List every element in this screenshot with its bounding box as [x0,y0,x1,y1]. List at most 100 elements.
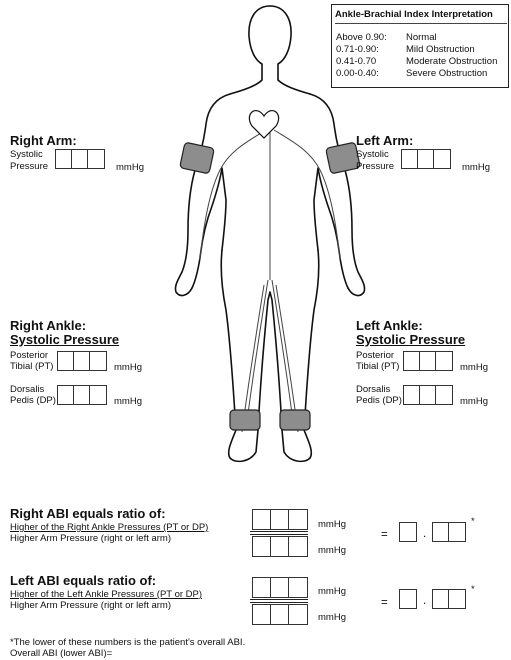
digit-box[interactable] [88,150,104,168]
digit-box[interactable] [271,510,289,529]
left-ankle-dp-label-1: Dorsalis [356,384,390,395]
right-abi-fraction-bar [250,531,308,535]
left-abi-denominator-unit: mmHg [318,612,346,623]
right-arm-title: Right Arm: [10,133,77,148]
digit-box[interactable] [289,510,307,529]
digit-box[interactable] [90,352,106,370]
right-ankle-dp-label-1: Dorsalis [10,384,44,395]
left-abi-title: Left ABI equals ratio of: [10,573,156,588]
digit-box[interactable] [58,352,74,370]
digit-box[interactable] [90,386,106,404]
left-ankle-title: Left Ankle: [356,318,423,333]
right-ankle-subtitle: Systolic Pressure [10,332,119,347]
digit-box[interactable] [271,605,289,624]
digit-box[interactable] [289,537,307,556]
left-ankle-subtitle: Systolic Pressure [356,332,465,347]
legend-range: Above 0.90: [336,32,387,43]
left-abi-decimal-point: . [423,595,426,607]
left-abi-denominator-label: Higher Arm Pressure (right or left arm) [10,600,171,611]
right-abi-decimal-point: . [423,528,426,540]
digit-box[interactable] [56,150,72,168]
footnote-line-2: Overall ABI (lower ABI)= [10,648,112,659]
right-ankle-dp-unit: mmHg [114,396,142,407]
left-ankle-pt-label-2: Tibial (PT) [356,361,399,372]
legend-range: 0.71-0.90: [336,44,379,55]
left-ankle-pt-input[interactable] [403,351,453,371]
left-arm-label-pressure: Pressure [356,161,394,172]
digit-box[interactable] [436,352,452,370]
left-ankle-dp-unit: mmHg [460,396,488,407]
legend-meaning: Severe Obstruction [406,68,487,79]
left-abi-asterisk: * [471,584,475,595]
left-arm-label-systolic: Systolic [356,149,389,160]
right-abi-decimal-input[interactable] [432,522,466,542]
right-abi-denominator-input[interactable] [252,536,308,557]
digit-box[interactable] [418,150,434,168]
right-ankle-pt-unit: mmHg [114,362,142,373]
abi-legend: Ankle-Brachial Index Interpretation Abov… [331,4,509,88]
digit-box[interactable] [402,150,418,168]
right-arm-pressure-input[interactable] [55,149,105,169]
digit-box[interactable] [449,523,465,541]
digit-box[interactable] [72,150,88,168]
right-ankle-pt-label-2: Tibial (PT) [10,361,53,372]
right-arm-label-systolic: Systolic [10,149,43,160]
digit-box[interactable] [58,386,74,404]
left-arm-pressure-input[interactable] [401,149,451,169]
digit-box[interactable] [420,352,436,370]
digit-box[interactable] [271,537,289,556]
digit-box[interactable] [289,605,307,624]
left-abi-decimal-input[interactable] [432,589,466,609]
legend-range: 0.41-0.70 [336,56,376,67]
digit-box[interactable] [404,386,420,404]
left-ankle-dp-label-2: Pedis (DP) [356,395,402,406]
right-abi-integer-input[interactable] [399,522,417,542]
right-abi-title: Right ABI equals ratio of: [10,506,166,521]
left-arm-title: Left Arm: [356,133,413,148]
right-ankle-dp-label-2: Pedis (DP) [10,395,56,406]
right-abi-numerator-unit: mmHg [318,519,346,530]
digit-box[interactable] [449,590,465,608]
digit-box[interactable] [436,386,452,404]
digit-box[interactable] [289,578,307,597]
digit-box[interactable] [420,386,436,404]
left-arm-unit: mmHg [462,162,490,173]
legend-meaning: Normal [406,32,437,43]
digit-box[interactable] [271,578,289,597]
right-abi-denominator-unit: mmHg [318,545,346,556]
right-ankle-pt-label-1: Posterior [10,350,48,361]
digit-box[interactable] [434,150,450,168]
digit-box[interactable] [404,352,420,370]
digit-box[interactable] [253,537,271,556]
legend-meaning: Moderate Obstruction [406,56,497,67]
right-arm-unit: mmHg [116,162,144,173]
right-abi-numerator-input[interactable] [252,509,308,530]
right-arm-label-pressure: Pressure [10,161,48,172]
digit-box[interactable] [433,590,449,608]
right-abi-denominator-label: Higher Arm Pressure (right or left arm) [10,533,171,544]
right-abi-equals: = [381,529,388,541]
digit-box[interactable] [433,523,449,541]
left-abi-integer-input[interactable] [399,589,417,609]
left-ankle-dp-input[interactable] [403,385,453,405]
legend-meaning: Mild Obstruction [406,44,475,55]
digit-box[interactable] [253,578,271,597]
right-abi-asterisk: * [471,516,475,527]
digit-box[interactable] [74,352,90,370]
digit-box[interactable] [74,386,90,404]
left-abi-denominator-input[interactable] [252,604,308,625]
left-abi-equals: = [381,597,388,609]
digit-box[interactable] [253,510,271,529]
left-ankle-pt-label-1: Posterior [356,350,394,361]
left-abi-numerator-label: Higher of the Left Ankle Pressures (PT o… [10,589,202,600]
left-abi-fraction-bar [250,599,308,603]
footnote-line-1: *The lower of these numbers is the patie… [10,637,245,648]
legend-title: Ankle-Brachial Index Interpretation [335,9,507,24]
left-abi-numerator-unit: mmHg [318,586,346,597]
right-ankle-pt-input[interactable] [57,351,107,371]
right-abi-numerator-label: Higher of the Right Ankle Pressures (PT … [10,522,208,533]
digit-box[interactable] [253,605,271,624]
right-ankle-dp-input[interactable] [57,385,107,405]
left-abi-numerator-input[interactable] [252,577,308,598]
right-ankle-title: Right Ankle: [10,318,86,333]
